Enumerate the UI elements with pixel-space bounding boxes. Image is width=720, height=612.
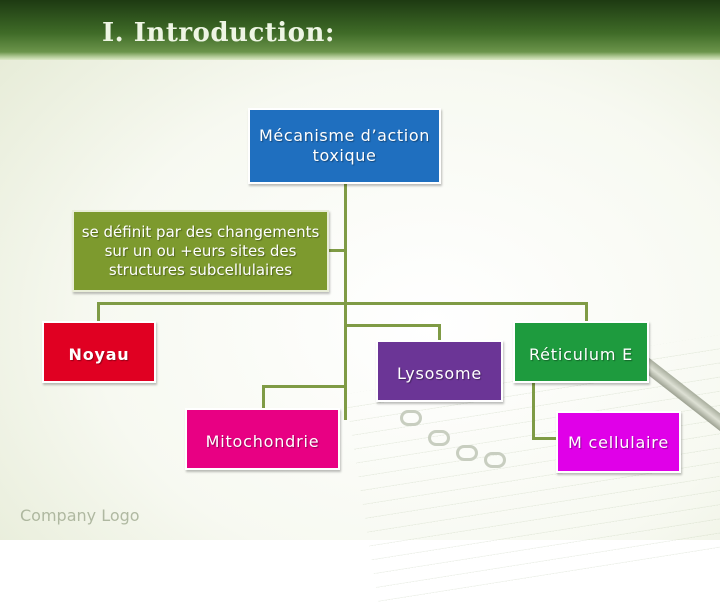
node-noyau-label: Noyau [69, 345, 130, 364]
node-lysosome: Lysosome [376, 340, 503, 402]
node-membrane-label: M cellulaire [568, 433, 669, 452]
root-node-label: Mécanisme d’action toxique [250, 126, 439, 166]
node-noyau: Noyau [42, 321, 156, 383]
node-reticulum: Réticulum E [513, 321, 649, 383]
description-label: se définit par des changements sur un ou… [74, 223, 327, 280]
node-mitochondrie-label: Mitochondrie [206, 432, 320, 451]
node-mitochondrie: Mitochondrie [185, 408, 340, 470]
company-logo: Company Logo [20, 506, 140, 525]
node-reticulum-label: Réticulum E [529, 345, 633, 364]
description-node: se définit par des changements sur un ou… [72, 210, 329, 292]
root-node-mecanisme: Mécanisme d’action toxique [248, 108, 441, 184]
slide-title: I. Introduction: [102, 18, 335, 48]
node-membrane-cellulaire: M cellulaire [556, 411, 681, 473]
node-lysosome-label: Lysosome [397, 364, 482, 383]
